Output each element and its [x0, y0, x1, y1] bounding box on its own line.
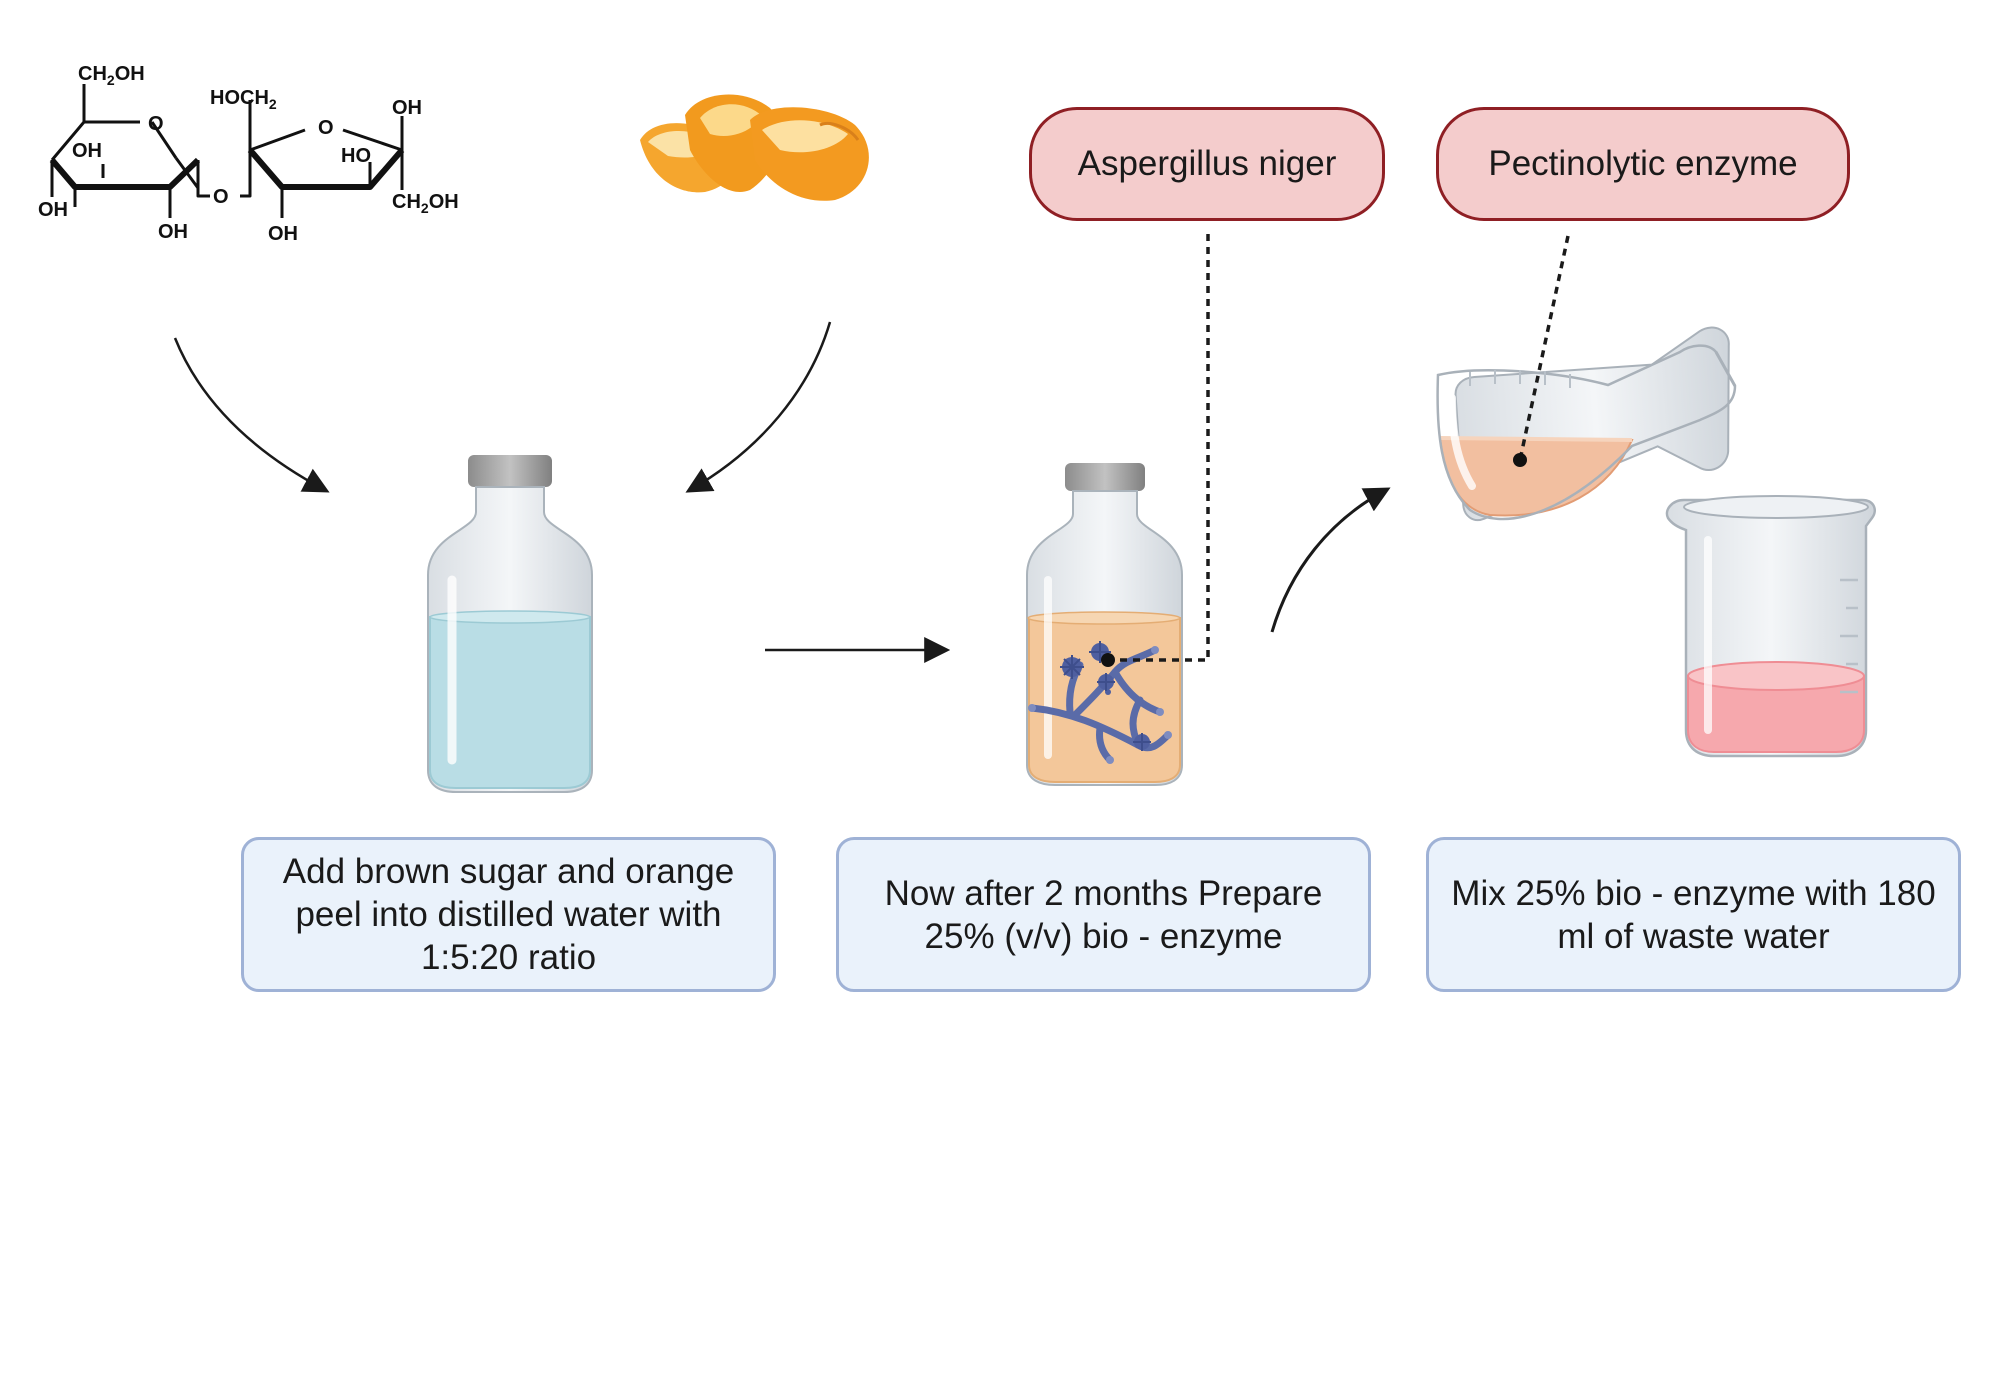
beaker-icon: [1665, 495, 1876, 758]
label-oh-fructose-2: OH: [268, 223, 298, 245]
label-pectinolytic-enzyme: Pectinolytic enzyme: [1436, 107, 1850, 221]
label-oh-glucose-3: OH: [158, 221, 188, 243]
orange-peel-icon: [640, 94, 869, 201]
step-3-box: Mix 25% bio - enzyme with 180 ml of wast…: [1426, 837, 1961, 992]
step-1-box: Add brown sugar and orange peel into dis…: [241, 837, 776, 992]
label-ring-o-glucose: O: [148, 113, 164, 135]
label-oh-fructose-1: OH: [392, 97, 422, 119]
label-aspergillus-niger-text: Aspergillus niger: [1077, 144, 1337, 183]
label-ch2oh-top: CH2OH: [78, 63, 145, 88]
flask-outline: [1436, 344, 1737, 521]
label-ch2oh-fructose: CH2OH: [392, 191, 459, 216]
step-2-text: Now after 2 months Prepare 25% (v/v) bio…: [884, 873, 1323, 956]
label-bridge-o: O: [213, 186, 229, 208]
pointer-dot-aspergillus: [1101, 653, 1115, 667]
arrow-sucrose-to-bottle: [173, 337, 330, 493]
arrow-peel-to-bottle: [685, 321, 832, 493]
label-hoch2: HOCH2: [210, 87, 277, 112]
label-ho-fructose: HO: [341, 145, 371, 167]
label-ring-o-fructose: O: [318, 117, 334, 139]
sucrose-structure: CH2OH O OH OH OH O HOCH2 O OH HO OH CH2O…: [38, 63, 459, 245]
step-2-box: Now after 2 months Prepare 25% (v/v) bio…: [836, 837, 1371, 992]
step-3-text: Mix 25% bio - enzyme with 180 ml of wast…: [1451, 873, 1936, 956]
pointer-dot-pectinolytic: [1513, 453, 1527, 467]
label-oh-glucose-1: OH: [72, 140, 102, 162]
step-1-text: Add brown sugar and orange peel into dis…: [282, 852, 735, 977]
fermentation-bottle-icon: [1026, 463, 1183, 786]
label-aspergillus-niger: Aspergillus niger: [1029, 107, 1385, 221]
label-pectinolytic-enzyme-text: Pectinolytic enzyme: [1488, 144, 1798, 183]
label-oh-glucose-2: OH: [38, 199, 68, 221]
bottle-icon: [427, 455, 593, 793]
arrow-bottle2-to-flask: [1270, 487, 1391, 633]
